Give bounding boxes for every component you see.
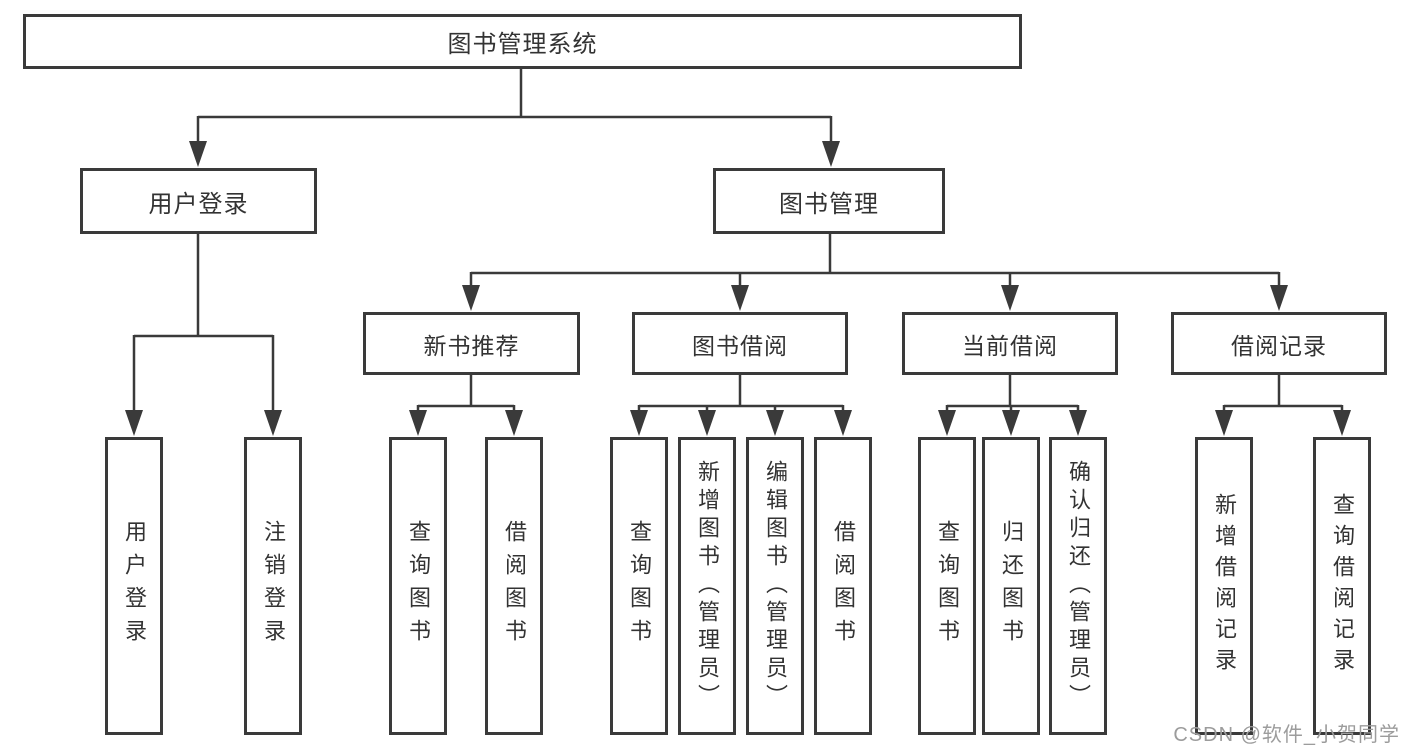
leaf-label: 编辑图书（管理员） — [763, 460, 788, 712]
leaf-label: 借阅图书 — [831, 520, 856, 652]
leaf-logout: 注销登录 — [244, 437, 302, 735]
leaf-add-books-admin: 新增图书（管理员） — [678, 437, 736, 735]
leaf-query-books-recommend: 查询图书 — [389, 437, 447, 735]
node-current-borrow: 当前借阅 — [902, 312, 1118, 375]
node-label: 图书管理系统 — [447, 31, 598, 58]
leaf-query-borrow-record: 查询借阅记录 — [1313, 437, 1371, 735]
csdn-watermark: CSDN @软件_小贺同学 — [1173, 724, 1400, 746]
leaf-label: 查询图书 — [627, 520, 652, 652]
node-label: 用户登录 — [148, 190, 249, 218]
leaf-label: 查询图书 — [406, 520, 431, 652]
leaf-edit-books-admin: 编辑图书（管理员） — [746, 437, 804, 735]
leaf-label: 查询借阅记录 — [1330, 493, 1355, 679]
leaf-label: 用户登录 — [122, 520, 147, 652]
leaf-add-borrow-record: 新增借阅记录 — [1195, 437, 1253, 735]
node-label: 新书推荐 — [423, 332, 520, 359]
leaf-label: 新增借阅记录 — [1212, 493, 1237, 679]
node-library-management-system: 图书管理系统 — [23, 14, 1022, 69]
leaf-label: 注销登录 — [261, 520, 286, 652]
leaf-label: 借阅图书 — [502, 520, 527, 652]
leaf-borrow-books: 借阅图书 — [814, 437, 872, 735]
node-book-borrow: 图书借阅 — [632, 312, 848, 375]
node-label: 图书管理 — [779, 190, 879, 218]
leaf-query-books-current: 查询图书 — [918, 437, 976, 735]
node-user-login-group: 用户登录 — [80, 168, 317, 234]
node-label: 当前借阅 — [962, 332, 1058, 359]
leaf-label: 确认归还（管理员） — [1066, 460, 1091, 712]
node-new-book-recommend: 新书推荐 — [363, 312, 580, 375]
leaf-query-books-borrow: 查询图书 — [610, 437, 668, 735]
leaf-confirm-return-admin: 确认归还（管理员） — [1049, 437, 1107, 735]
leaf-label: 新增图书（管理员） — [695, 460, 720, 712]
leaf-return-books: 归还图书 — [982, 437, 1040, 735]
node-book-management: 图书管理 — [713, 168, 945, 234]
node-borrow-records: 借阅记录 — [1171, 312, 1387, 375]
leaf-label: 归还图书 — [999, 520, 1024, 652]
node-label: 图书借阅 — [692, 332, 788, 359]
leaf-label: 查询图书 — [935, 520, 960, 652]
leaf-user-login: 用户登录 — [105, 437, 163, 735]
node-label: 借阅记录 — [1231, 332, 1327, 359]
arrowhead-icons — [125, 141, 1351, 436]
leaf-borrow-books-recommend: 借阅图书 — [485, 437, 543, 735]
